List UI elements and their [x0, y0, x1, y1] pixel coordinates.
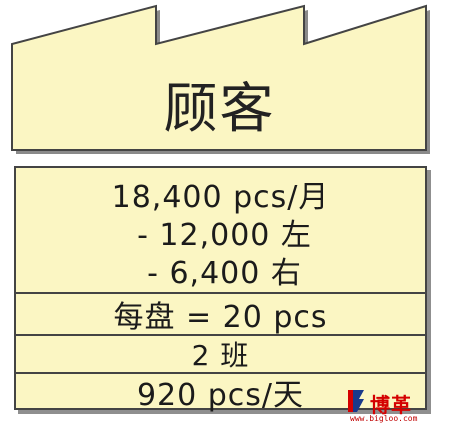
shift-count: 2 班	[16, 334, 425, 372]
logo-name: 博革	[370, 393, 412, 417]
monthly-demand: 18,400 pcs/月	[111, 180, 330, 215]
customer-data-box: 18,400 pcs/月 - 12,000 左 - 6,400 右 每盘 = 2…	[14, 166, 427, 413]
logo-mark-icon	[348, 390, 364, 412]
customer-factory-icon	[11, 4, 430, 154]
daily-demand: 920 pcs/天	[16, 372, 425, 413]
customer-title: 顾客	[163, 76, 276, 140]
right-demand: - 6,400 右	[147, 256, 302, 291]
logo-url: www.bigloo.com	[350, 414, 418, 423]
per-tray-quantity: 每盘 = 20 pcs	[16, 292, 425, 335]
left-demand: - 12,000 左	[137, 218, 312, 253]
watermark-logo: 博革 www.bigloo.com	[346, 388, 446, 424]
